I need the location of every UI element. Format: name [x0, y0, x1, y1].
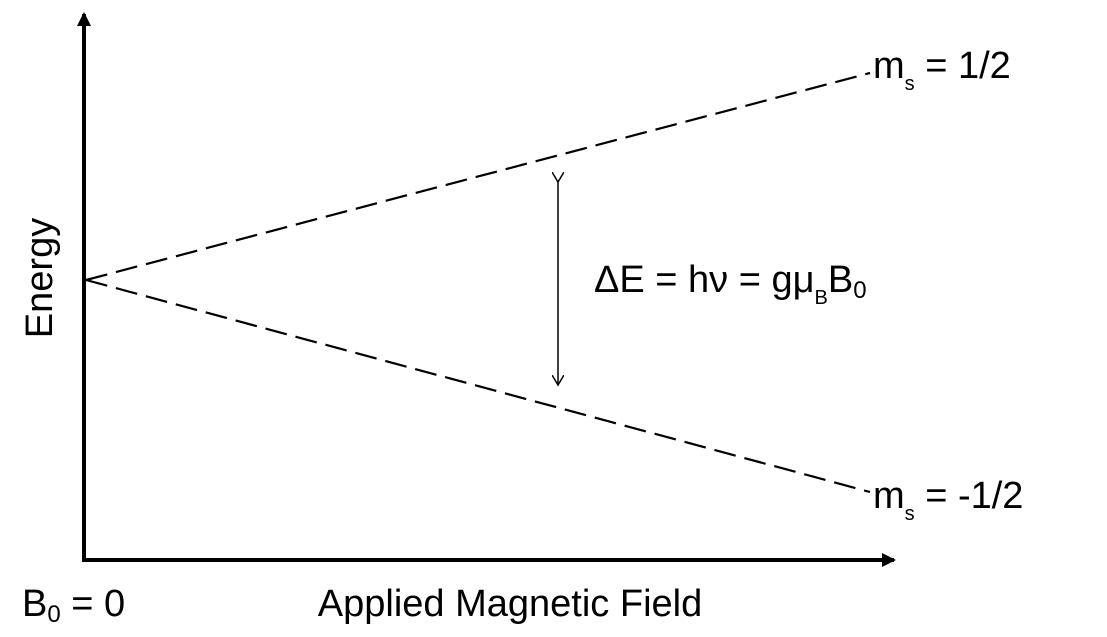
- lower-energy-level-line: [85, 278, 871, 494]
- upper-level-label: ms = 1/2: [873, 45, 1011, 95]
- lower-level-label: ms = -1/2: [873, 475, 1023, 525]
- upper-energy-level-line: [85, 71, 871, 282]
- origin-label: B0 = 0: [22, 583, 125, 628]
- y-axis-label: Energy: [19, 218, 61, 338]
- energy-gap-equation: ΔE = hν = gμBB0: [594, 259, 867, 309]
- x-axis-label: Applied Magnetic Field: [318, 583, 702, 625]
